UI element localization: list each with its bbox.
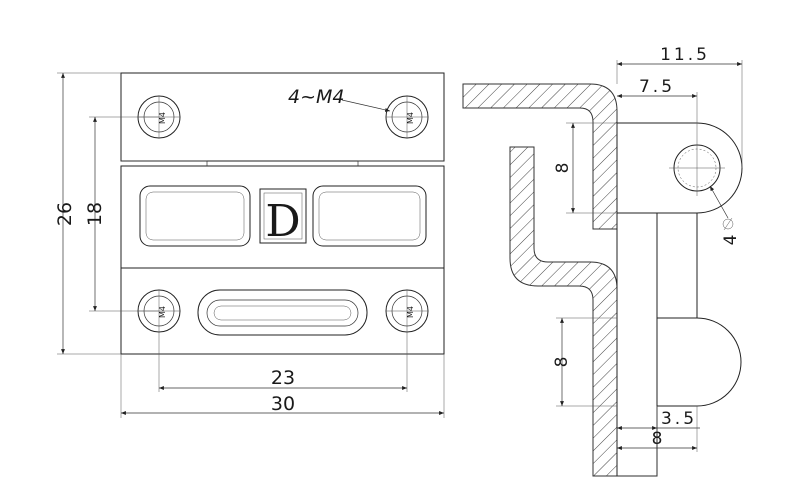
dimension-30-label: 30: [271, 393, 295, 415]
dimension-8-lower-label: 8: [552, 357, 572, 368]
pin-diameter-label: 4: [721, 235, 741, 246]
lower-knuckle: [656, 212, 698, 334]
logo-letter: D: [265, 196, 300, 247]
recess-left: [139, 185, 251, 247]
mounting-hole-top-right: M4: [385, 95, 429, 139]
dimension-8-bottom-label: 8: [652, 429, 663, 449]
dimension-hole-spacing-horizontal: 23: [158, 332, 408, 392]
hole-label: M4: [406, 306, 415, 318]
hole-label: M4: [158, 112, 167, 124]
side-view: 11.5 7.5 8 8 4: [462, 45, 743, 477]
mounting-hole-bottom-right: M4: [385, 289, 429, 333]
hinge-notch: [206, 161, 359, 166]
front-view: D M4 M4 M4: [54, 72, 445, 418]
recess-left-inner: [145, 191, 245, 241]
dimension-3-5-label: 3.5: [661, 409, 697, 429]
dimension-overall-height: 26: [54, 72, 121, 355]
middle-body: [120, 165, 445, 269]
thread-callout-text: 4~M4: [288, 86, 345, 108]
dimension-7-5-label: 7.5: [639, 77, 675, 97]
dimension-lower-height: 8: [552, 317, 617, 407]
slot-inner: [206, 299, 359, 327]
dimension-23-label: 23: [271, 367, 295, 389]
lower-round: [656, 317, 742, 407]
dimension-hole-spacing-vertical: 18: [84, 116, 159, 312]
recess-right-inner: [318, 191, 421, 241]
dimension-top-outer: 11.5: [616, 45, 743, 168]
lower-leaf: [616, 212, 658, 477]
dimension-upper-height: 8: [553, 122, 617, 214]
recess-right: [312, 185, 427, 247]
slot-outer: [197, 289, 368, 336]
dimension-overall-width: 30: [120, 354, 445, 418]
dimension-26-label: 26: [54, 202, 76, 226]
dimension-top-inner: 7.5: [617, 77, 698, 140]
thread-callout: 4~M4: [288, 86, 391, 112]
dimension-11-5-label: 11.5: [660, 45, 710, 65]
dimension-pin-diameter: 4: [709, 185, 741, 246]
upper-hook-section: [462, 83, 618, 230]
logo-box: [259, 188, 307, 244]
hole-label: M4: [158, 306, 167, 318]
dimension-bottom-outer: 8: [617, 406, 698, 452]
dimension-8-upper-label: 8: [553, 163, 573, 174]
hole-label: M4: [406, 112, 415, 124]
dimension-bottom-inner: 3.5: [617, 406, 700, 432]
dimension-18-label: 18: [84, 202, 106, 226]
